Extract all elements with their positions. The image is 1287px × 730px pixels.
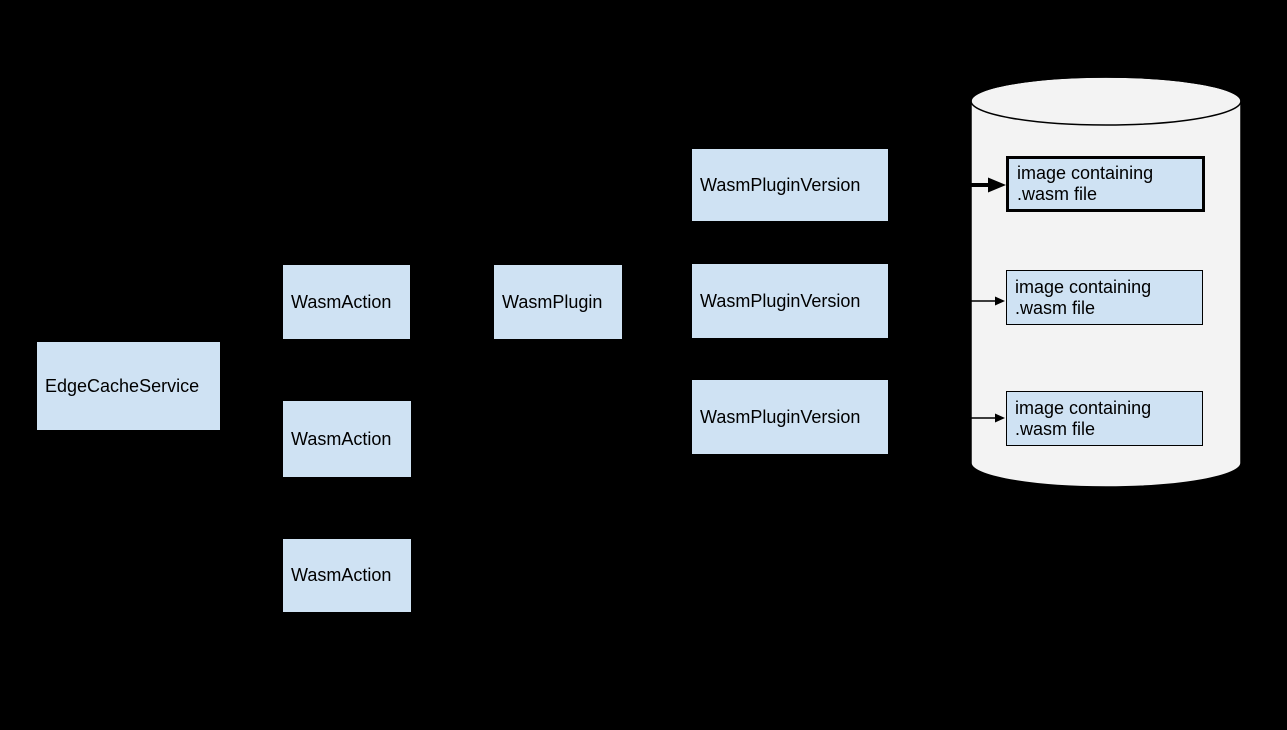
registry-image-2: image containing .wasm file [1006, 270, 1203, 325]
node-wasm-plugin: WasmPlugin [494, 265, 622, 339]
node-label: EdgeCacheService [45, 375, 200, 396]
node-wasm-plugin-version-1: WasmPluginVersion [692, 149, 888, 221]
node-wasm-plugin-version-3: WasmPluginVersion [692, 380, 888, 454]
node-label: WasmPluginVersion [700, 174, 861, 195]
node-label: WasmAction [291, 428, 392, 449]
node-edge-cache-service: EdgeCacheService [37, 342, 220, 430]
registry-image-label: image containing .wasm file [1015, 276, 1152, 318]
arrow-to-image-2 [948, 296, 1005, 306]
arrow-to-image-3 [948, 413, 1005, 423]
node-label: WasmAction [291, 291, 392, 312]
node-label: WasmPlugin [502, 291, 603, 312]
node-label: WasmAction [291, 565, 392, 585]
node-label: WasmPluginVersion [700, 406, 861, 427]
node-wasm-action-3: WasmAction [283, 539, 411, 612]
registry-image-3: image containing .wasm file [1006, 391, 1203, 446]
node-wasm-action-1: WasmAction [283, 265, 410, 339]
registry-image-label: image containing .wasm file [1017, 163, 1154, 204]
node-wasm-plugin-version-2: WasmPluginVersion [692, 264, 888, 338]
node-label: WasmPluginVersion [700, 290, 861, 311]
cylinder-top-ellipse [970, 76, 1242, 126]
registry-image-1: image containing .wasm file [1006, 156, 1205, 212]
arrow-to-image-1 [948, 177, 1006, 193]
node-wasm-action-2: WasmAction [283, 401, 411, 477]
registry-image-label: image containing .wasm file [1015, 397, 1152, 439]
